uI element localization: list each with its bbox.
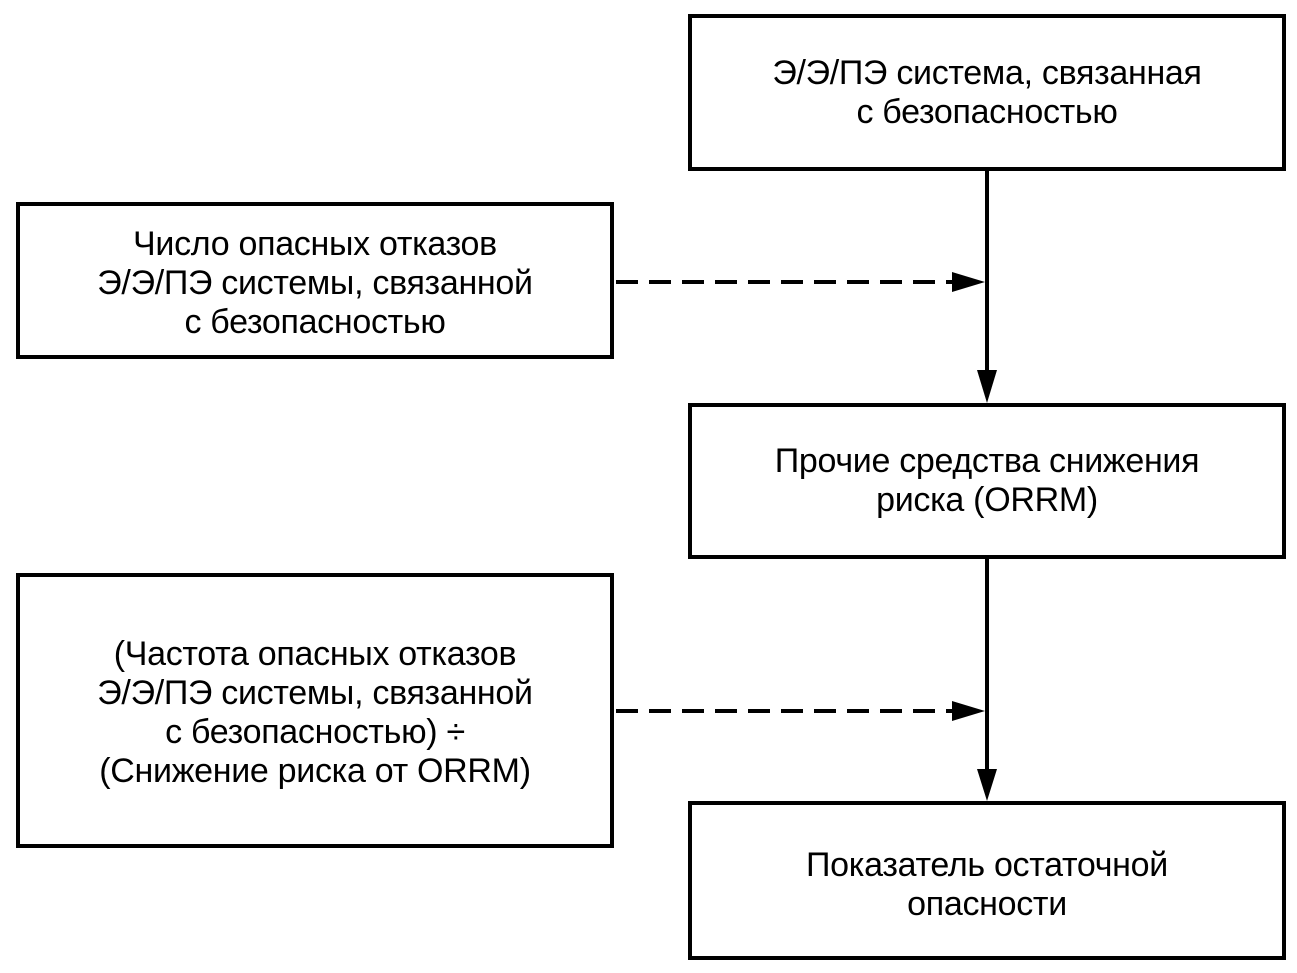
system-box: Э/Э/ПЭ система, связанная с безопасность… xyxy=(688,14,1286,171)
arrowhead-residual xyxy=(977,769,997,801)
residual-hazard-box: Показатель остаточной опасности xyxy=(688,801,1286,960)
orrm-box: Прочие средства снижения риска (ORRM) xyxy=(688,403,1286,559)
failure-frequency-box: (Частота опасных отказов Э/Э/ПЭ системы,… xyxy=(16,573,614,848)
system-label: Э/Э/ПЭ система, связанная с безопасность… xyxy=(772,53,1202,131)
orrm-label: Прочие средства снижения риска (ORRM) xyxy=(774,442,1200,519)
dangerous-failures-label: Число опасных отказов Э/Э/ПЭ системы, св… xyxy=(97,225,533,341)
arrowhead-dangerous-failures xyxy=(952,272,985,292)
residual-hazard-label: Показатель остаточной опасности xyxy=(806,845,1168,923)
dangerous-failures-box: Число опасных отказов Э/Э/ПЭ системы, св… xyxy=(16,202,614,359)
failure-frequency-label: (Частота опасных отказов Э/Э/ПЭ системы,… xyxy=(97,634,533,790)
arrowhead-orrm xyxy=(977,370,997,403)
arrowhead-failure-frequency xyxy=(952,701,985,721)
